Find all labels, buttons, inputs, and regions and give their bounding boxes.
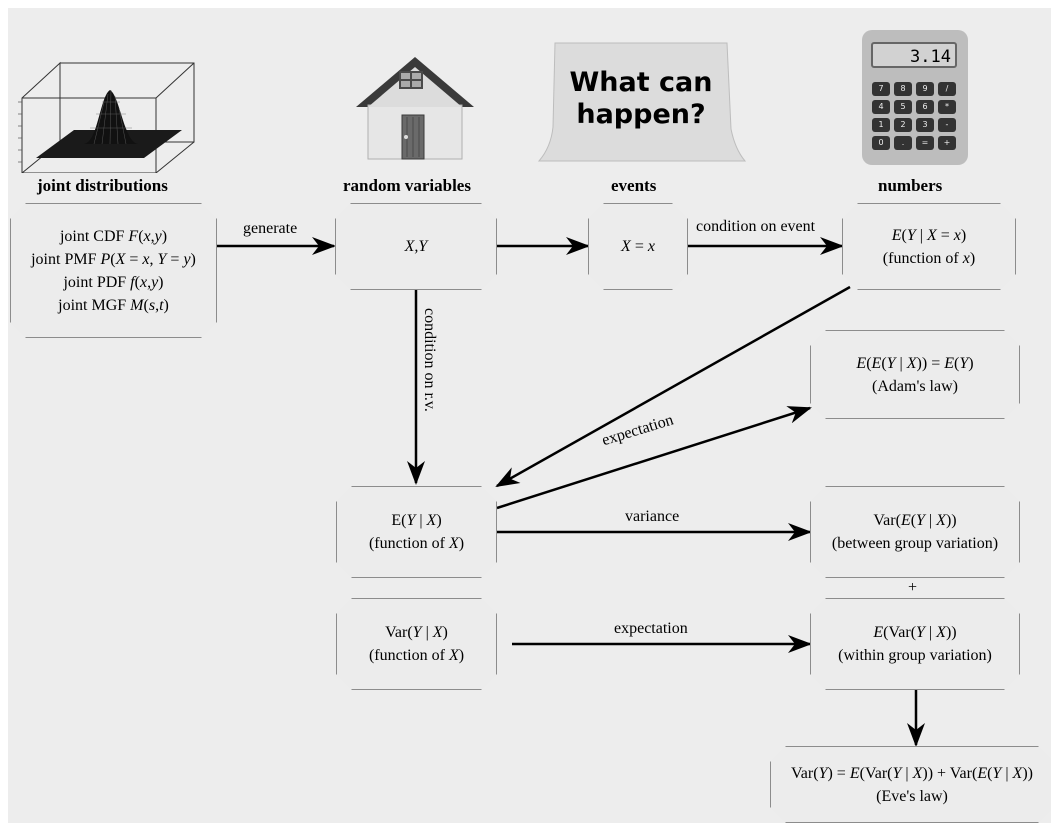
eve-note: (Eve's law) xyxy=(876,787,948,805)
sticky-note-shape xyxy=(537,42,747,162)
calculator-key: * xyxy=(938,100,956,114)
joint-pdf-text: joint PDF f(x,y) xyxy=(63,273,164,291)
calculator-key: 7 xyxy=(872,82,890,96)
label-condition-rv: condition on r.v. xyxy=(421,308,438,412)
label-variance: variance xyxy=(625,508,680,525)
label-expectation-within: expectation xyxy=(614,620,688,637)
calculator-key: 6 xyxy=(916,100,934,114)
house-icon xyxy=(356,57,474,160)
label-generate: generate xyxy=(243,220,298,237)
calculator-key: 9 xyxy=(916,82,934,96)
joint-cdf-text: joint CDF F(x,y) xyxy=(59,227,168,245)
calculator-key: / xyxy=(938,82,956,96)
adam-formula: E(E(Y | X)) = E(Y) xyxy=(856,354,974,372)
calculator-key: 4 xyxy=(872,100,890,114)
joint-pmf-text: joint PMF P(X = x, Y = y) xyxy=(31,250,196,268)
box-var-within: E(Var(Y | X)) (within group variation) xyxy=(810,598,1020,690)
heading-events: events xyxy=(611,176,657,195)
joint-mgf-text: joint MGF M(s,t) xyxy=(58,296,169,314)
heading-numbers: numbers xyxy=(878,176,943,195)
box-eves-law: Var(Y) = E(Var(Y | X)) + Var(E(Y | X)) (… xyxy=(770,746,1051,823)
calculator-key: = xyxy=(916,136,934,150)
calculator-key: - xyxy=(938,118,956,132)
var-y-given-x-note: (function of X) xyxy=(368,647,465,664)
adam-note: (Adam's law) xyxy=(872,377,958,395)
box-event: X = x xyxy=(588,203,688,290)
var-between-note: (between group variation) xyxy=(831,535,999,552)
calculator-key: . xyxy=(894,136,912,150)
eve-formula: Var(Y) = E(Var(Y | X)) + Var(E(Y | X)) xyxy=(791,764,1033,782)
box-e-y-given-x: E(Y | X) (function of X) xyxy=(336,486,497,578)
cond-exp-x-formula: E(Y | X = x) xyxy=(891,226,967,244)
label-plus: + xyxy=(908,579,918,596)
arrow-expectation-adam xyxy=(496,406,812,510)
sticky-note: What can happen? xyxy=(535,39,747,167)
box-adams-law: E(E(Y | X)) = E(Y) (Adam's law) xyxy=(810,330,1020,419)
box-var-between: Var(E(Y | X)) (between group variation) xyxy=(810,486,1020,578)
event-text: X = x xyxy=(621,238,655,255)
calculator-key: 8 xyxy=(894,82,912,96)
calculator-key: 2 xyxy=(894,118,912,132)
calculator-display: 3.14 xyxy=(871,42,957,68)
calculator-key: + xyxy=(938,136,956,150)
var-within-formula: E(Var(Y | X)) xyxy=(873,624,957,641)
var-within-note: (within group variation) xyxy=(838,647,992,664)
calculator-key: 3 xyxy=(916,118,934,132)
e-y-given-x-note: (function of X) xyxy=(368,535,465,552)
calculator-key: 0 xyxy=(872,136,890,150)
label-condition-event: condition on event xyxy=(696,218,816,235)
box-joint-distributions: joint CDF F(x,y) joint PMF P(X = x, Y = … xyxy=(10,203,217,338)
var-y-given-x-formula: Var(Y | X) xyxy=(385,624,448,641)
var-between-formula: Var(E(Y | X)) xyxy=(873,512,957,529)
surface-plot-icon xyxy=(18,61,195,173)
cond-exp-x-note: (function of x) xyxy=(882,249,976,267)
box-var-y-given-x: Var(Y | X) (function of X) xyxy=(336,598,497,690)
box-cond-exp-x: E(Y | X = x) (function of x) xyxy=(842,203,1016,290)
calculator-key: 5 xyxy=(894,100,912,114)
e-y-given-x-formula: E(Y | X) xyxy=(391,512,442,529)
sticky-note-line2: happen? xyxy=(576,99,706,130)
heading-joint-distributions: joint distributions xyxy=(37,176,168,195)
box-random-variables: X,Y xyxy=(335,203,497,290)
heading-random-variables: random variables xyxy=(343,176,471,195)
calculator-key: 1 xyxy=(872,118,890,132)
arrow-to-e-y-given-x xyxy=(495,285,851,488)
xy-text: X,Y xyxy=(404,238,428,255)
sticky-note-line1: What can xyxy=(569,67,713,98)
